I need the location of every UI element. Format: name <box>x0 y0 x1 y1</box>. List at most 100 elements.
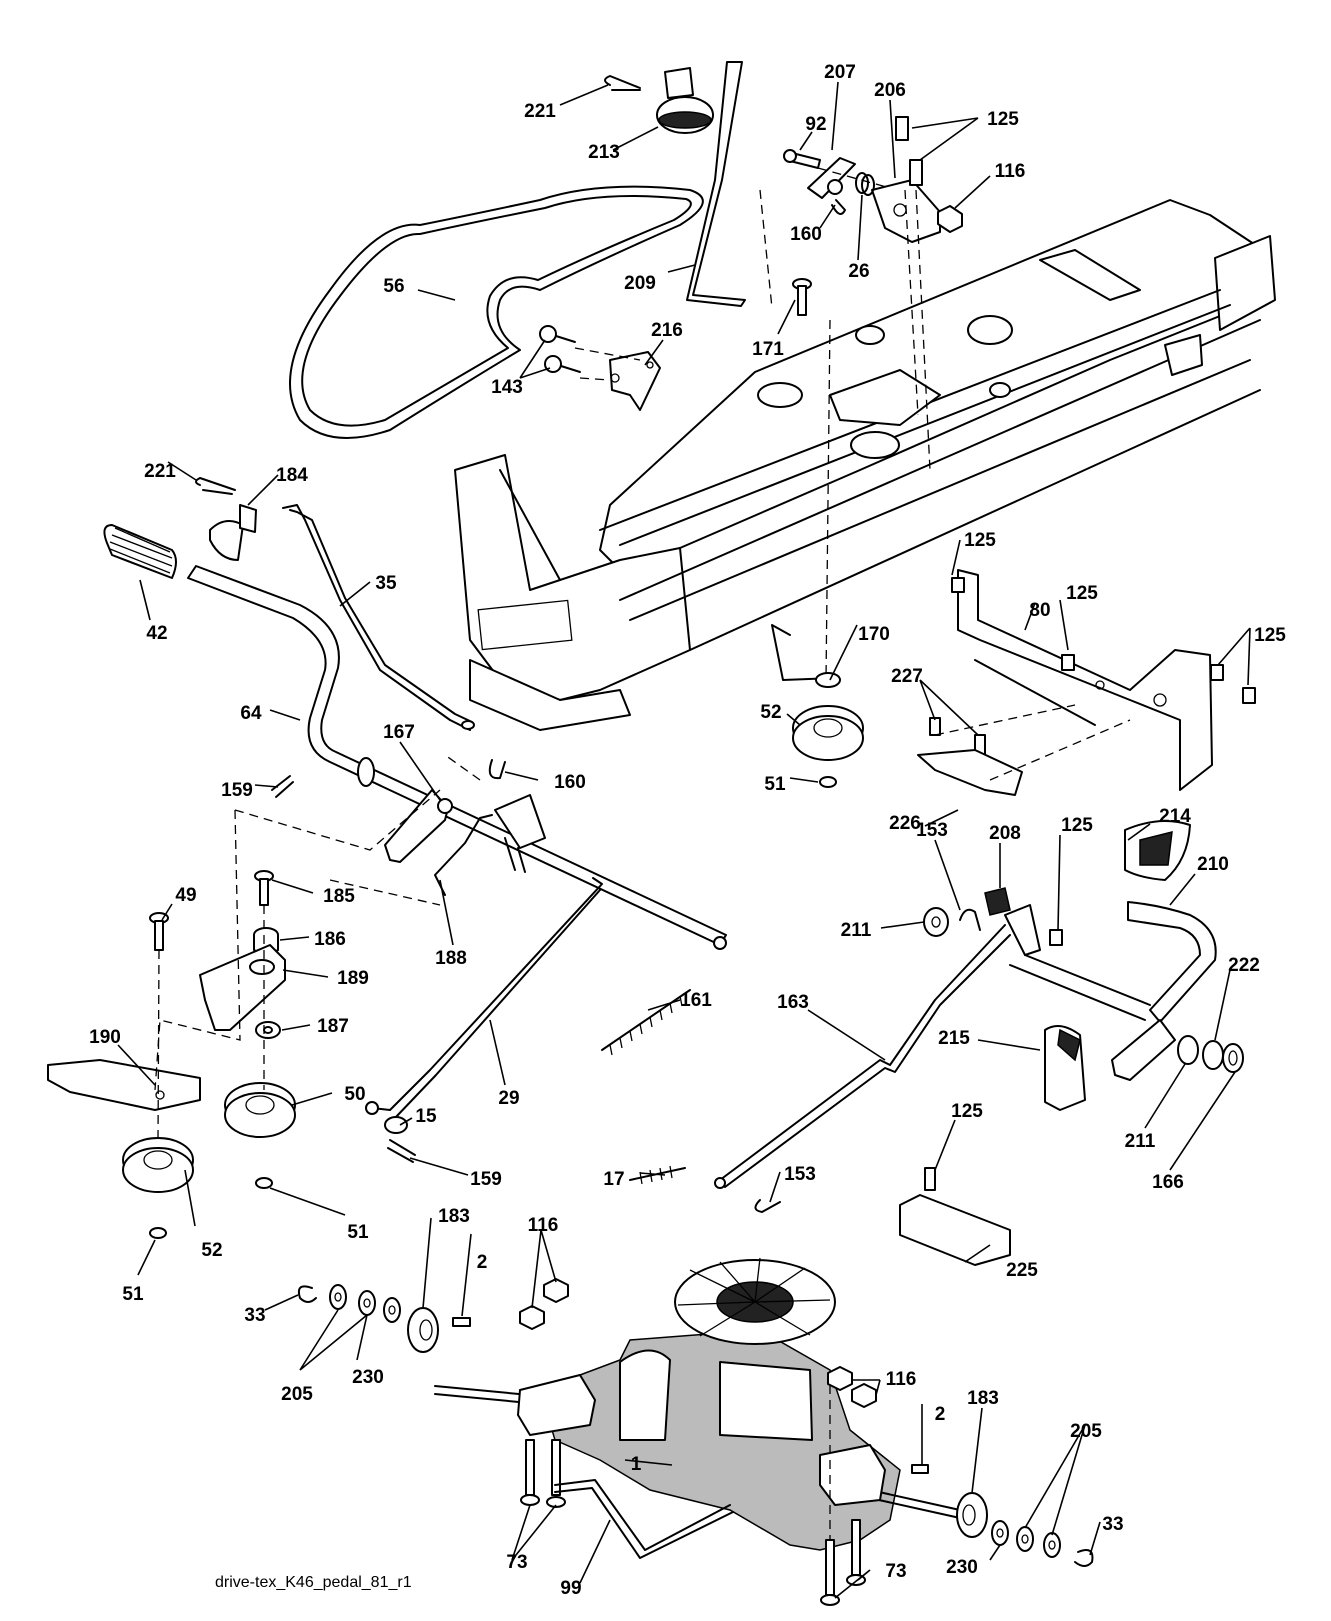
washer-187 <box>255 1021 281 1039</box>
label-42: 42 <box>146 623 167 644</box>
label-159-top: 159 <box>221 780 253 801</box>
label-161: 161 <box>680 990 712 1011</box>
label-221-left: 221 <box>144 461 176 482</box>
pedal-bracket <box>1004 904 1041 956</box>
label-216: 216 <box>651 320 683 341</box>
bracket-167 <box>384 789 453 863</box>
pulley-50 <box>224 1082 296 1138</box>
leader-lines <box>117 81 1251 1599</box>
label-205-left: 205 <box>281 1384 313 1405</box>
label-208: 208 <box>989 823 1021 844</box>
label-125-bottom: 125 <box>951 1101 983 1122</box>
spring-208 <box>984 887 1011 916</box>
label-125-c: 125 <box>1254 625 1286 646</box>
label-125-pedal: 125 <box>1061 815 1093 836</box>
bolts-125-top <box>895 116 923 186</box>
label-143: 143 <box>491 377 523 398</box>
label-160-mid: 160 <box>554 772 586 793</box>
rod-99 <box>554 1479 734 1559</box>
lift-rod-29 <box>365 877 603 1119</box>
hub-183-right <box>956 1492 988 1538</box>
label-214: 214 <box>1159 806 1191 827</box>
spring-161 <box>601 989 691 1056</box>
bracket-190 <box>47 1059 201 1111</box>
label-170: 170 <box>858 624 890 645</box>
bolts-73-left <box>520 1439 566 1508</box>
label-186: 186 <box>314 929 346 950</box>
label-227: 227 <box>891 666 923 687</box>
washer-222 <box>1202 1040 1224 1070</box>
pedal-pad-214 <box>1124 820 1191 881</box>
label-125-a: 125 <box>964 530 996 551</box>
label-2-left: 2 <box>477 1252 488 1273</box>
drive-belt-56 <box>289 185 704 439</box>
label-230-right: 230 <box>946 1557 978 1578</box>
label-222: 222 <box>1228 955 1260 976</box>
label-116-right: 116 <box>886 1369 917 1390</box>
label-80: 80 <box>1029 600 1050 621</box>
label-207: 207 <box>824 62 856 83</box>
nut-116-top <box>937 205 963 233</box>
pin-92 <box>783 149 821 169</box>
label-17: 17 <box>603 1169 624 1190</box>
label-52-right: 52 <box>760 702 781 723</box>
spring-pin-159-top <box>271 775 294 798</box>
label-187: 187 <box>317 1016 349 1037</box>
diagram-caption: drive-tex_K46_pedal_81_r1 <box>215 1574 412 1591</box>
label-226: 226 <box>889 813 921 834</box>
rod-188 <box>434 814 493 896</box>
label-163: 163 <box>777 992 809 1013</box>
label-64: 64 <box>240 703 262 724</box>
nuts-116-trans <box>519 1278 877 1408</box>
plate-189 <box>199 944 286 1031</box>
pulley-52-right <box>792 705 864 761</box>
ring-26 <box>855 172 875 196</box>
pedal-arm-210 <box>1009 901 1217 1081</box>
label-51-right: 51 <box>764 774 786 795</box>
pedal-rod-163 <box>714 924 1011 1189</box>
grip-42 <box>103 524 177 579</box>
label-15: 15 <box>415 1106 437 1127</box>
label-183-left: 183 <box>438 1206 470 1227</box>
cable-rod-35 <box>282 504 475 731</box>
label-50: 50 <box>344 1084 365 1105</box>
bolt-171 <box>792 278 812 316</box>
bolts-227 <box>929 717 986 756</box>
label-116-top: 116 <box>995 161 1026 182</box>
washers-left <box>329 1284 401 1323</box>
label-211-left: 211 <box>841 920 872 941</box>
label-153-bottom: 153 <box>784 1164 816 1185</box>
label-99: 99 <box>560 1578 581 1599</box>
bolts-73-right <box>820 1519 866 1606</box>
hair-pin-153-top <box>959 908 981 931</box>
label-166: 166 <box>1152 1172 1184 1193</box>
label-51-mid: 51 <box>347 1222 369 1243</box>
label-26: 26 <box>848 261 869 282</box>
label-188: 188 <box>435 948 467 969</box>
transaxle-1 <box>434 1257 961 1551</box>
bracket-80 <box>957 569 1213 791</box>
nut-51-right <box>819 776 837 788</box>
clips-33 <box>297 1285 1094 1567</box>
bracket-pad <box>494 794 546 873</box>
label-213: 213 <box>588 142 620 163</box>
label-116-mid: 116 <box>528 1215 559 1236</box>
label-210: 210 <box>1197 854 1229 875</box>
label-56: 56 <box>383 276 404 297</box>
label-230-left: 230 <box>352 1367 384 1388</box>
label-33-left: 33 <box>244 1305 265 1326</box>
callout-labels: 221 213 207 206 125 92 116 160 26 56 209… <box>89 62 1286 1599</box>
label-153-top: 153 <box>916 820 948 841</box>
bracket-226 <box>917 749 1023 796</box>
bolt-125-pedal <box>1049 929 1063 946</box>
bracket-225 <box>899 1167 1011 1266</box>
cotter-160-mid <box>488 759 506 780</box>
label-189: 189 <box>337 968 369 989</box>
label-52-left: 52 <box>201 1240 222 1261</box>
label-2-right: 2 <box>935 1404 946 1425</box>
label-221-top: 221 <box>524 101 556 122</box>
bracket-216 <box>609 351 661 411</box>
label-92: 92 <box>805 114 826 135</box>
label-184: 184 <box>276 465 308 486</box>
